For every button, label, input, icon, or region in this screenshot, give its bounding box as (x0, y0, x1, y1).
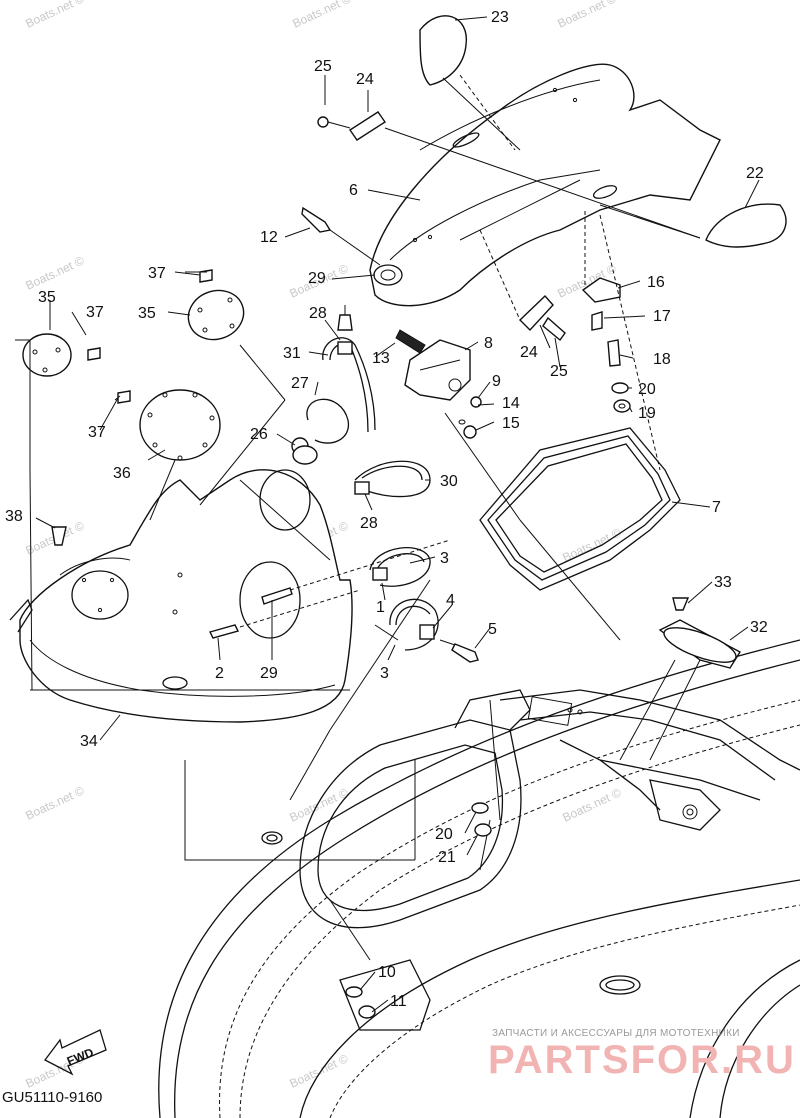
watermark: Boats.net © (287, 785, 350, 824)
callout-30: 30 (440, 473, 458, 490)
hull-hardware (345, 802, 492, 1019)
callout-19: 19 (638, 405, 656, 422)
part-32-plate (658, 597, 741, 669)
callout-23: 23 (491, 9, 509, 26)
callout-27: 27 (291, 375, 309, 392)
callout-5: 5 (488, 621, 497, 638)
callout-13: 13 (372, 350, 390, 367)
watermark: Boats.net © (290, 0, 353, 31)
callout-25: 25 (314, 58, 332, 75)
callout-29: 29 (308, 270, 326, 287)
brand-tagline: ЗАПЧАСТИ И АКСЕССУАРЫ ДЛЯ МОТОТЕХНИКИ (492, 1028, 740, 1039)
callout-26: 26 (250, 426, 268, 443)
callout-37: 37 (86, 304, 104, 321)
callout-6: 6 (349, 182, 358, 199)
hose-clamps (369, 547, 479, 663)
callout-37: 37 (88, 424, 106, 441)
watermark: Boats.net © (23, 253, 86, 292)
callout-16: 16 (647, 274, 665, 291)
callout-labels: 23 25 24 6 22 12 37 29 35 37 35 28 16 17… (5, 9, 768, 1010)
callout-29: 29 (260, 665, 278, 682)
part-34-tray (9, 469, 451, 723)
callout-15: 15 (502, 415, 520, 432)
callout-37: 37 (148, 265, 166, 282)
callout-36: 36 (113, 465, 131, 482)
hull-deck (158, 639, 800, 1118)
callout-12: 12 (260, 229, 278, 246)
callout-4: 4 (446, 592, 455, 609)
top-cover (369, 63, 721, 307)
callout-8: 8 (484, 335, 493, 352)
diagram-code: GU51110-9160 (2, 1089, 102, 1106)
latch-assembly (337, 305, 482, 439)
part-22-grip (599, 203, 787, 248)
callout-31: 31 (283, 345, 301, 362)
callout-14: 14 (502, 395, 520, 412)
callout-38: 38 (5, 508, 23, 525)
watermark: Boats.net © (287, 1051, 350, 1090)
callout-32: 32 (750, 619, 768, 636)
brand-watermark: ЗАПЧАСТИ И АКСЕССУАРЫ ДЛЯ МОТОТЕХНИКИ PA… (488, 1028, 796, 1082)
callout-18: 18 (653, 351, 671, 368)
callout-24: 24 (520, 344, 538, 361)
reference-lines (15, 74, 701, 961)
callout-11: 11 (390, 993, 407, 1010)
part-7-gasket (479, 427, 681, 591)
callout-24: 24 (356, 71, 374, 88)
callout-17: 17 (653, 308, 671, 325)
callout-25: 25 (550, 363, 568, 380)
callout-28: 28 (360, 515, 378, 532)
watermark: Boats.net © (555, 0, 618, 31)
callout-20: 20 (638, 381, 656, 398)
straps (291, 337, 431, 498)
brackets (317, 111, 701, 342)
part-12-pin (301, 206, 381, 266)
callout-20: 20 (435, 826, 453, 843)
leader-lines (35, 16, 760, 1013)
callout-10: 10 (378, 964, 396, 981)
callout-28: 28 (309, 305, 327, 322)
watermark: Boats.net © (23, 783, 86, 822)
callout-1: 1 (376, 599, 385, 616)
callout-21: 21 (438, 849, 456, 866)
callout-9: 9 (492, 373, 501, 390)
watermark: Boats.net © (560, 785, 623, 824)
callout-33: 33 (714, 574, 732, 591)
lids (22, 269, 245, 546)
callout-22: 22 (746, 165, 764, 182)
callout-3: 3 (440, 550, 449, 567)
right-hardware (581, 210, 631, 413)
callout-3: 3 (380, 665, 389, 682)
callout-35: 35 (38, 289, 56, 306)
callout-2: 2 (215, 665, 224, 682)
part-23-grip (419, 15, 521, 151)
brand-logo: PARTSFOR.RU (488, 1038, 796, 1082)
callout-34: 34 (80, 733, 98, 750)
watermark: Boats.net © (23, 0, 86, 31)
callout-7: 7 (712, 499, 721, 516)
callout-35: 35 (138, 305, 156, 322)
